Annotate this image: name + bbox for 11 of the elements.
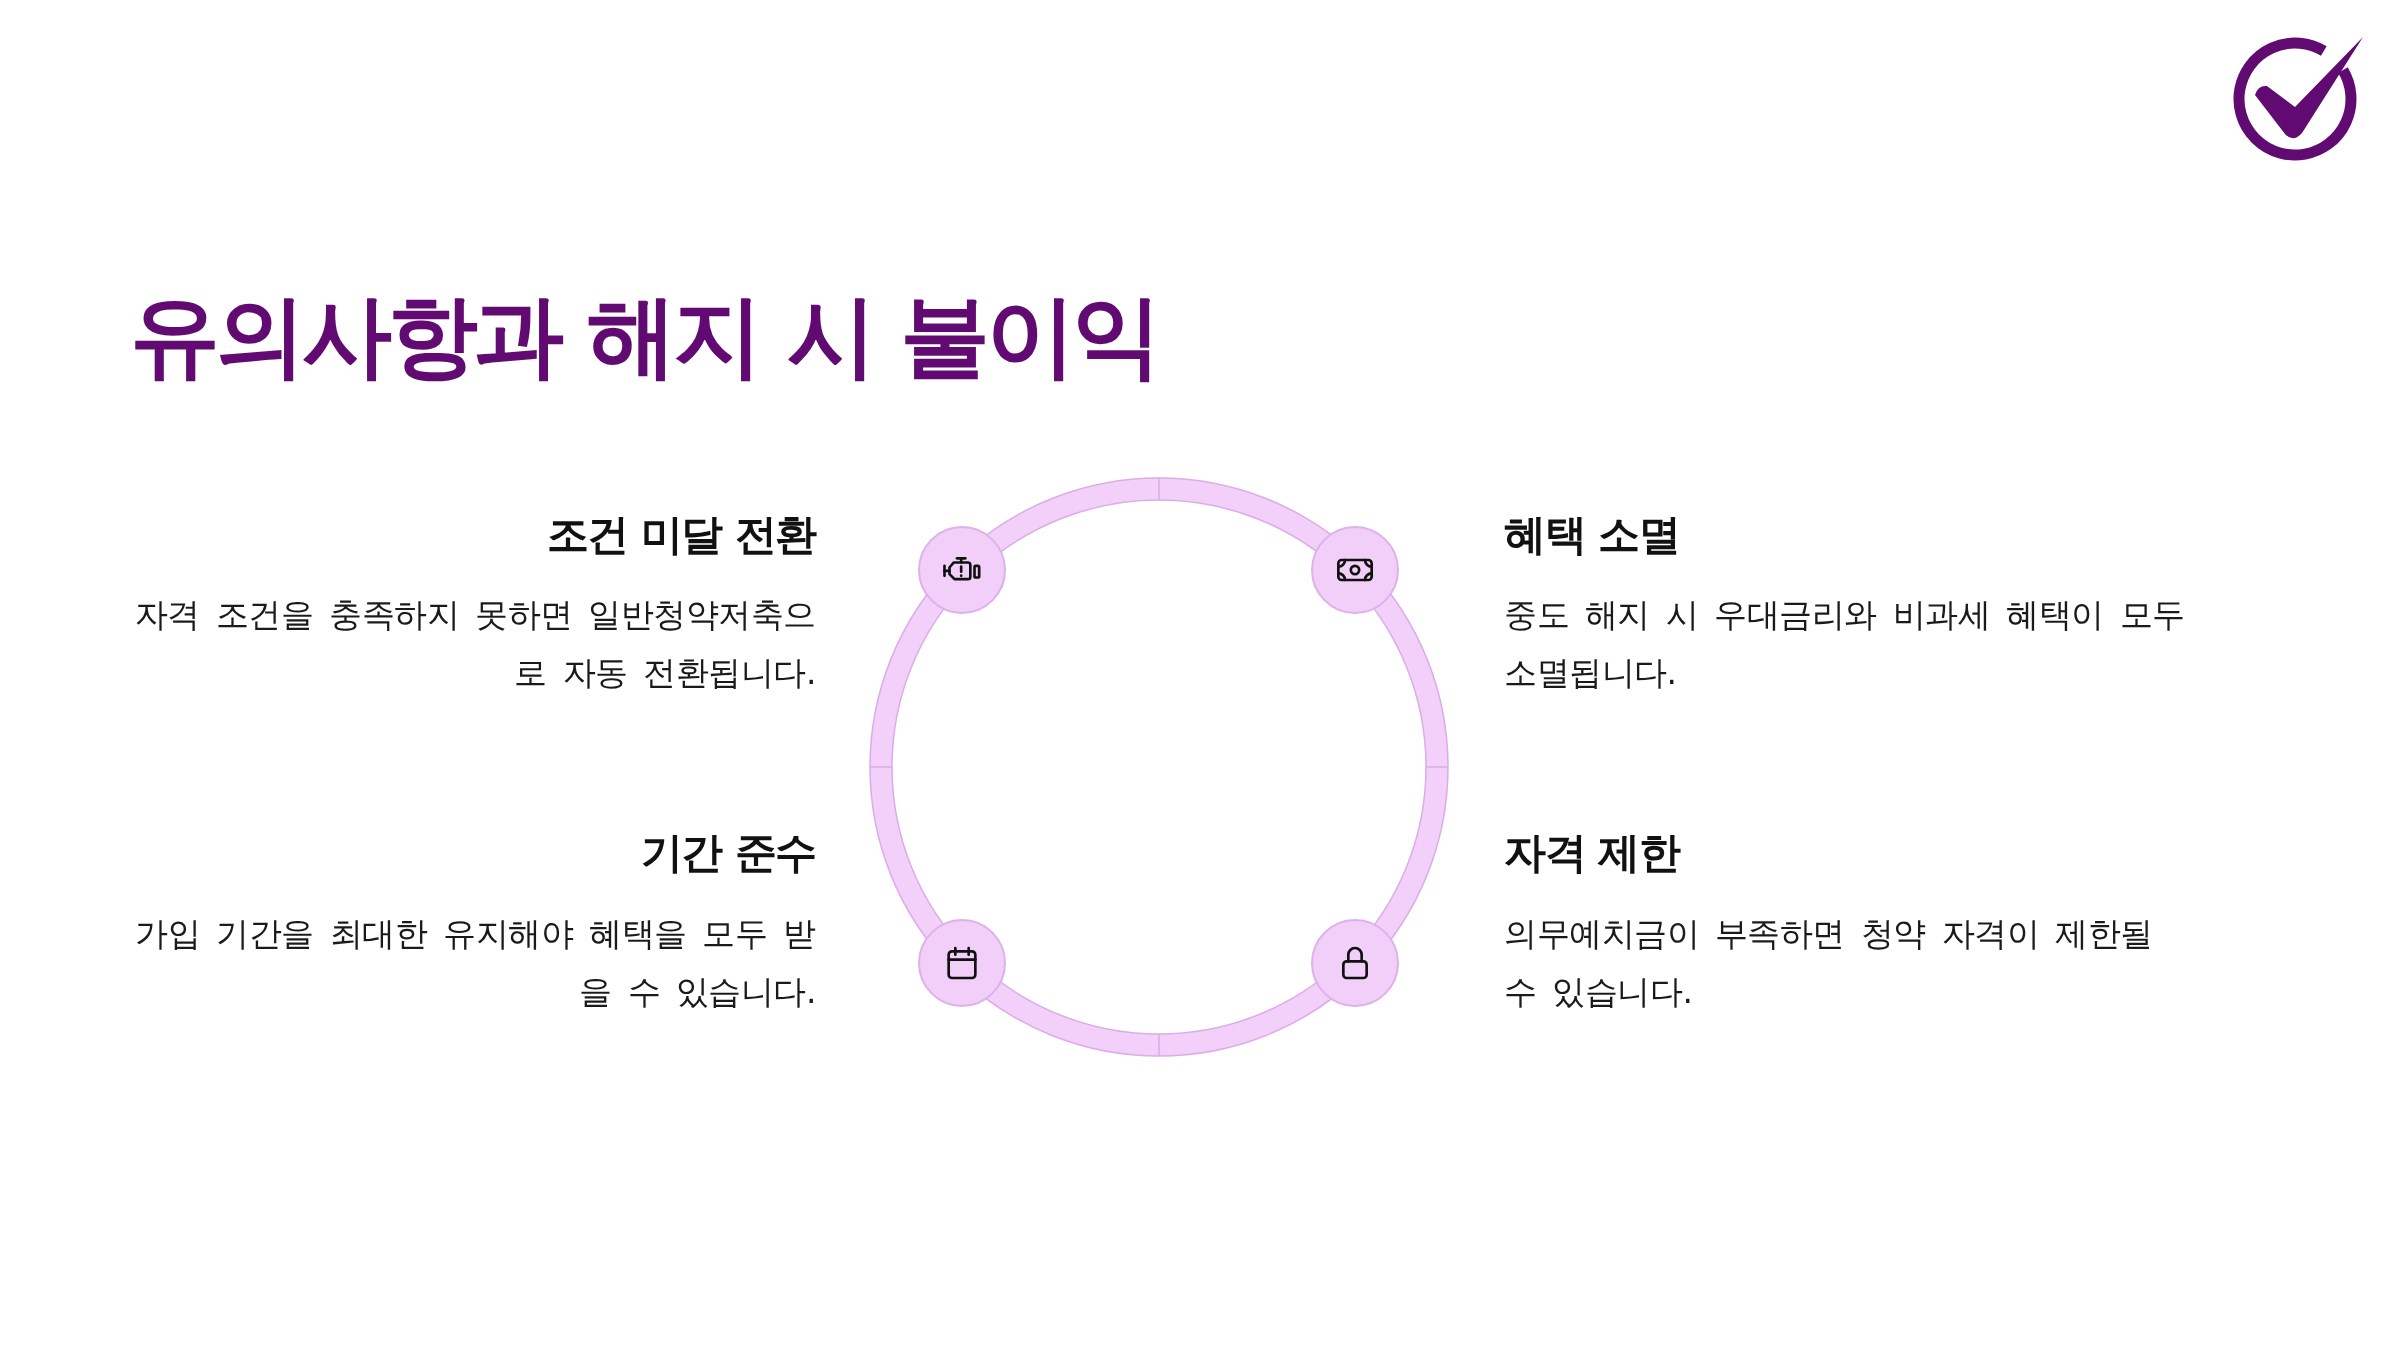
description: 가입 기간을 최대한 유지해야 혜택을 모두 받을 수 있습니다. — [134, 913, 816, 1013]
description: 중도 해지 시 우대금리와 비과세 혜택이 모두 소멸됩니다. — [1504, 594, 2186, 694]
heading: 혜택 소멸 — [1504, 510, 1680, 560]
heading: 기간 준수 — [640, 828, 816, 878]
description: 의무예치금이 부족하면 청약 자격이 제한될 수 있습니다. — [1504, 913, 2154, 1013]
heading: 자격 제한 — [1504, 828, 1680, 878]
title: 유의사항과 해지 시 불이익 — [130, 286, 1158, 385]
heading: 조건 미달 전환 — [546, 510, 816, 560]
icon-circle — [1311, 526, 1399, 614]
icon-circle — [918, 526, 1006, 614]
description: 자격 조건을 충족하지 못하면 일반청약저축으로 자동 전환됩니다. — [133, 594, 816, 694]
